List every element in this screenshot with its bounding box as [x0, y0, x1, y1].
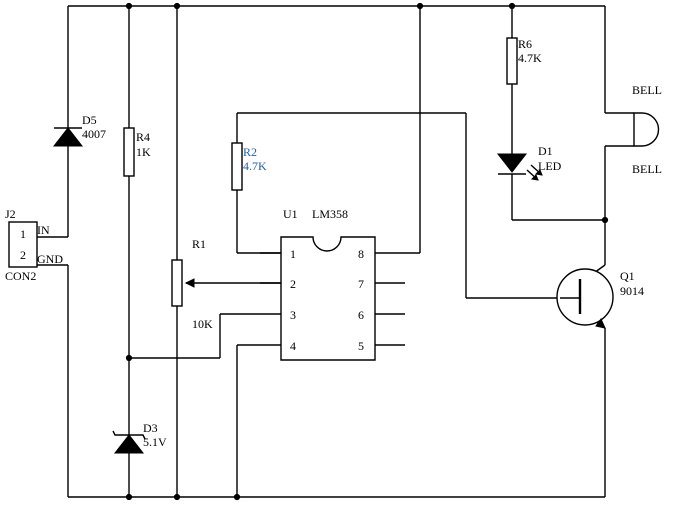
ic-pin-8: 8	[358, 247, 364, 261]
connector-part: CON2	[5, 269, 36, 283]
ic-u1: U1 LM358 1 2 3 4 5 6 7 8	[260, 207, 376, 361]
ic-pin-7: 7	[358, 277, 364, 291]
resistor-r4-ref: R4	[136, 130, 150, 144]
ic-pin-3: 3	[290, 308, 296, 322]
led-d1-value: LED	[538, 159, 562, 173]
ic-u1-part: LM358	[312, 207, 348, 221]
diode-d5-ref: D5	[82, 113, 97, 127]
ic-pin-5: 5	[358, 339, 364, 353]
ic-u1-body	[280, 236, 376, 361]
zener-d3-ref: D3	[143, 421, 158, 435]
resistor-r6-ref: R6	[518, 37, 532, 51]
resistor-r6-value: 4.7K	[518, 51, 542, 65]
transistor-q1-body	[556, 268, 614, 326]
resistor-r2-ref: R2	[243, 145, 257, 159]
led-d1: D1 LED	[496, 144, 562, 181]
bell-icon	[633, 112, 660, 147]
zener-d3-value: 5.1V	[143, 435, 167, 449]
potentiometer-r1: R1 10K	[171, 237, 213, 331]
bell-top-label: BELL	[632, 83, 662, 97]
ic-pin-6: 6	[358, 308, 364, 322]
diode-d5: D5 4007	[52, 113, 106, 147]
resistor-r2: R2 4.7K	[231, 142, 267, 191]
resistor-r4: R4 1K	[123, 127, 151, 177]
transistor-q1-part: 9014	[620, 284, 644, 298]
ic-u1-ref: U1	[283, 207, 298, 221]
junction-dots	[125, 2, 609, 501]
ic-pin-2: 2	[290, 277, 296, 291]
zener-d3-symbol	[113, 434, 145, 454]
transistor-q1: Q1 9014	[556, 268, 644, 329]
resistor-r6: R6 4.7K	[506, 37, 542, 85]
led-light-arrows-icon	[526, 164, 543, 181]
resistor-r4-value: 1K	[136, 145, 151, 159]
connector-ref: J2	[5, 207, 16, 221]
connector-in-label: IN	[37, 223, 50, 237]
connector-pin1: 1	[20, 227, 26, 241]
potentiometer-r1-ref: R1	[192, 237, 206, 251]
zener-d3: D3 5.1V	[112, 421, 167, 454]
diode-d5-symbol	[52, 127, 84, 147]
bell-bottom-label: BELL	[632, 162, 662, 176]
connector-j2: 1 2 J2 CON2 IN GND	[5, 207, 63, 283]
connector-pin2: 2	[20, 248, 26, 262]
potentiometer-r1-value: 10K	[192, 317, 213, 331]
ic-pin-4: 4	[290, 339, 296, 353]
led-d1-symbol	[496, 153, 528, 173]
transistor-q1-ref: Q1	[620, 269, 635, 283]
led-d1-ref: D1	[538, 144, 553, 158]
ic-pin-1: 1	[290, 247, 296, 261]
potentiometer-wiper-arrow	[184, 278, 195, 288]
diode-d5-value: 4007	[82, 127, 106, 141]
emitter-arrow-icon	[595, 317, 606, 329]
connector-gnd-label: GND	[37, 252, 63, 266]
resistor-r2-value: 4.7K	[243, 159, 267, 173]
bell-buzzer: BELL BELL	[632, 83, 662, 176]
